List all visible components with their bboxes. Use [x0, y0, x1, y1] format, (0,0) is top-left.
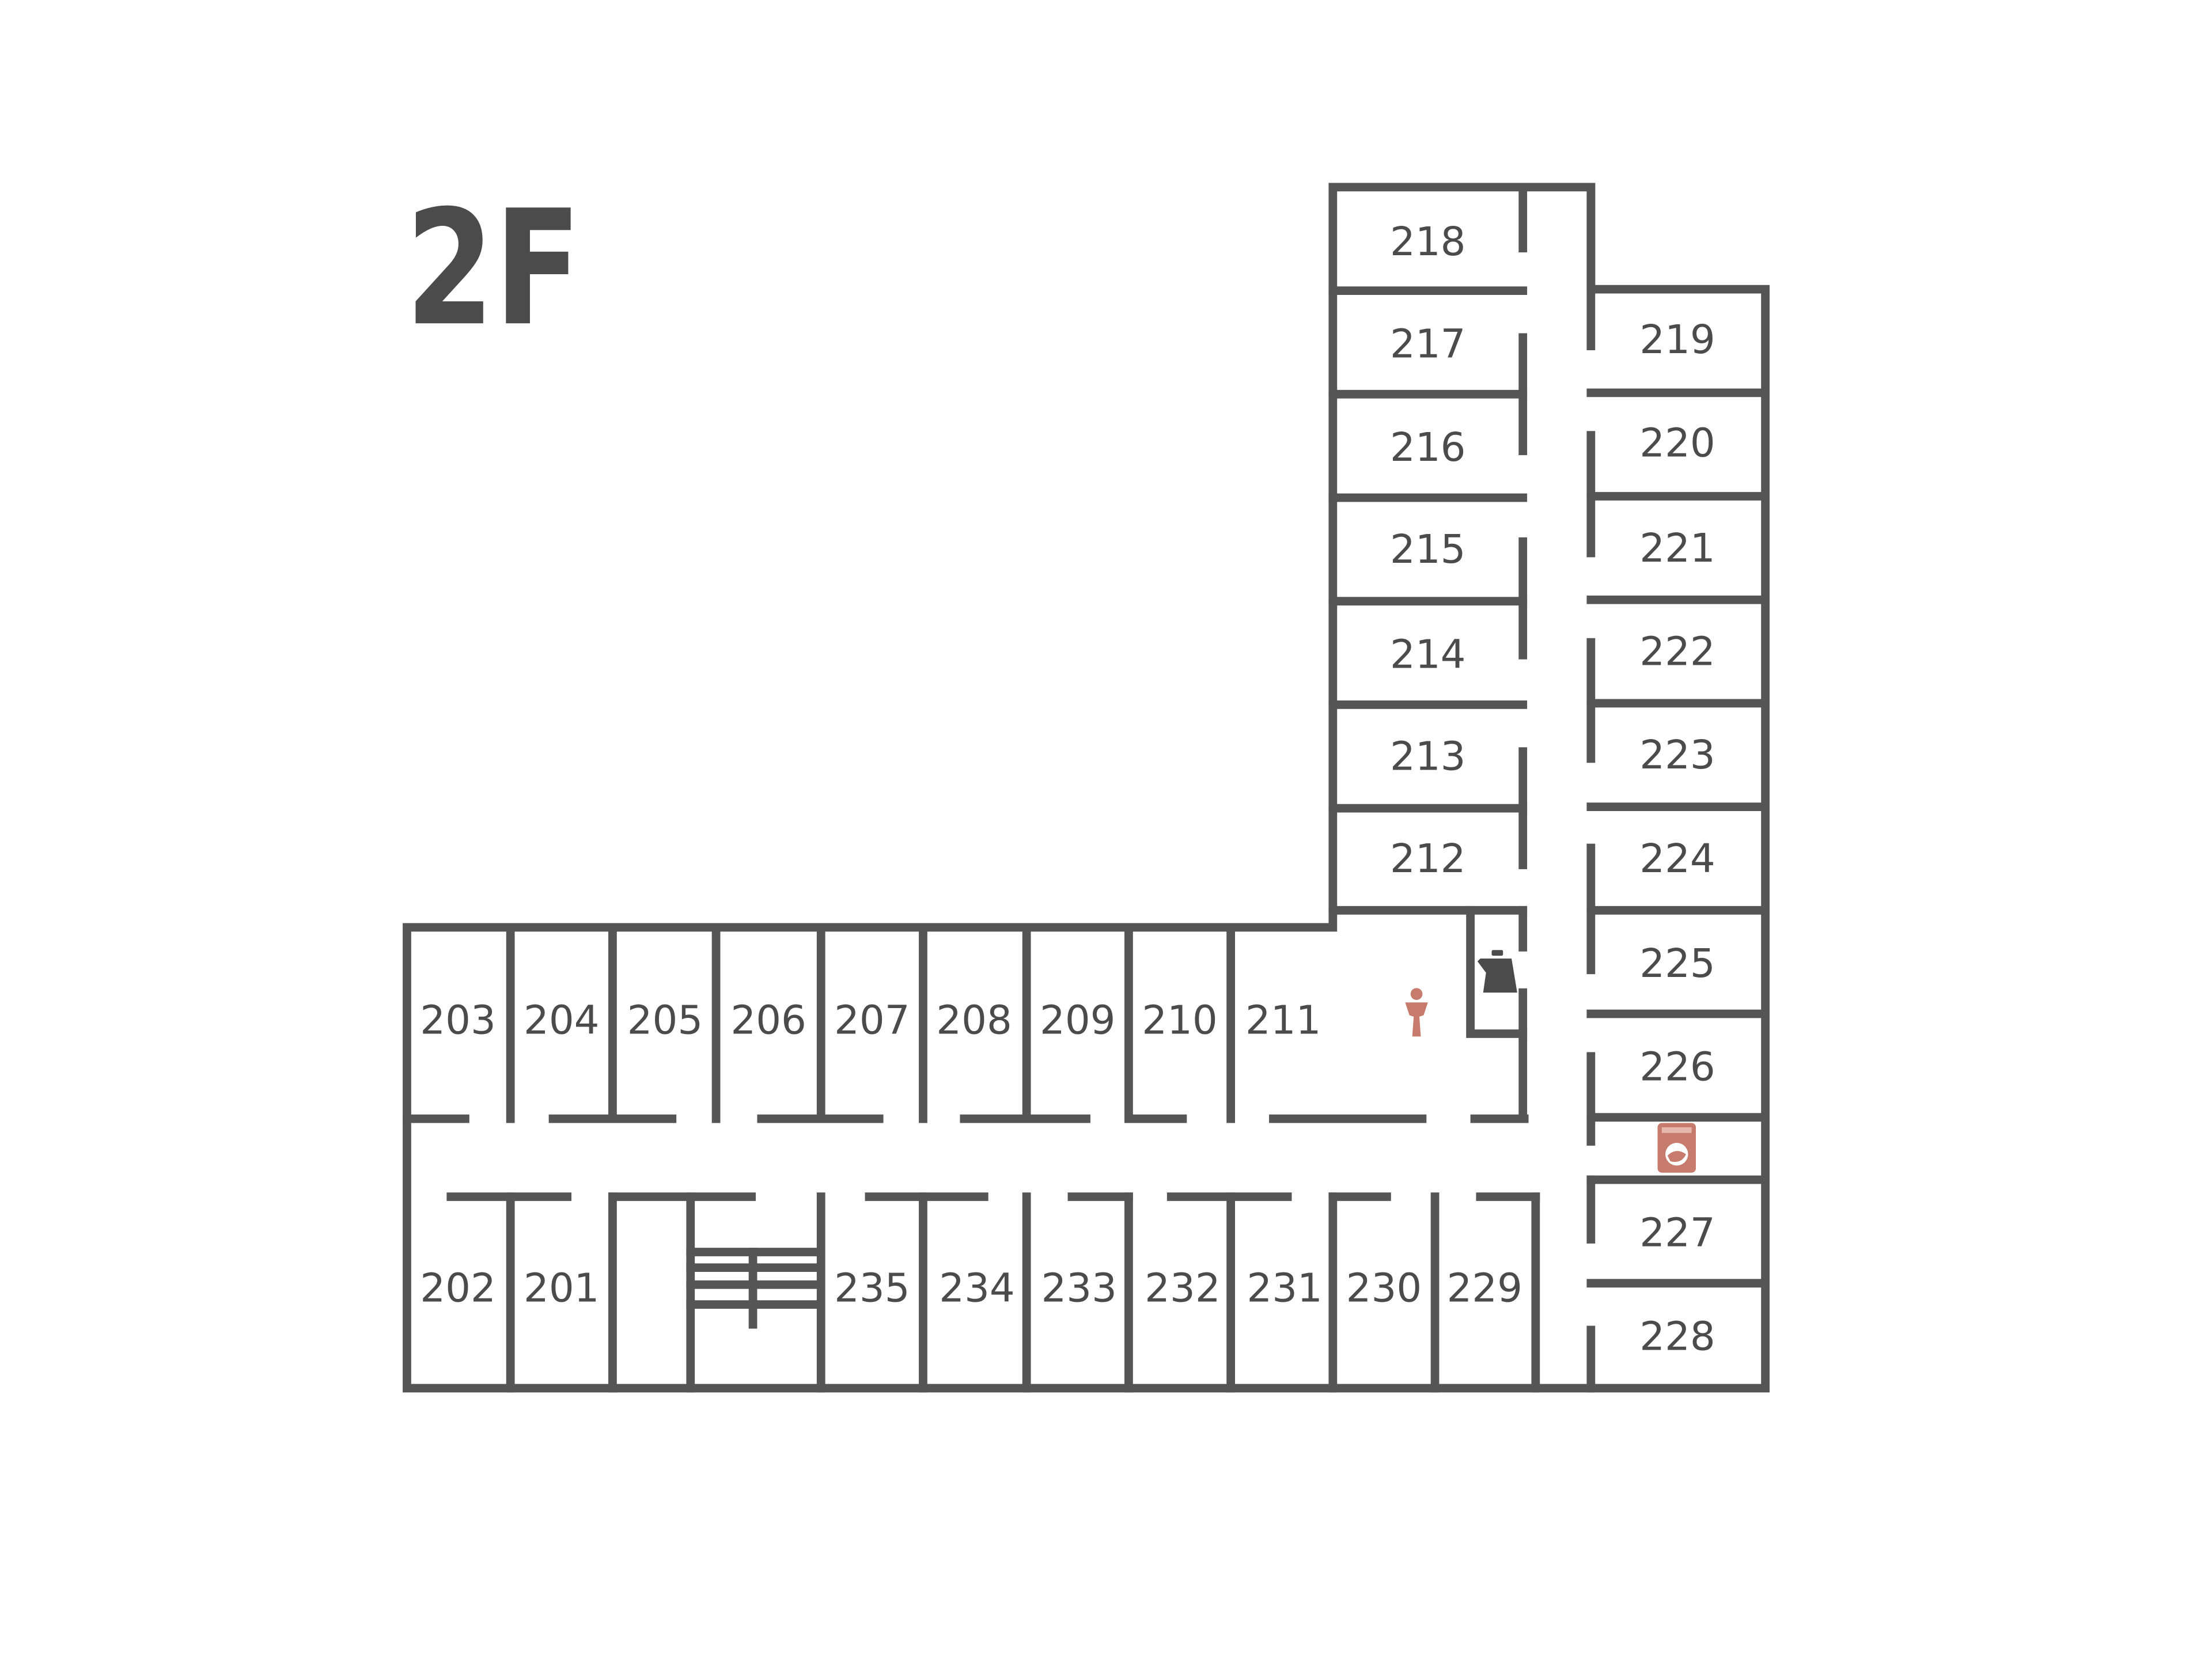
room-224[interactable]: 224 — [1639, 836, 1715, 882]
room-204[interactable]: 204 — [524, 997, 600, 1043]
room-209[interactable]: 209 — [1040, 997, 1116, 1043]
washing-machine-icon — [1657, 1123, 1696, 1173]
room-201[interactable]: 201 — [524, 1266, 600, 1312]
room-211[interactable]: 211 — [1245, 997, 1321, 1043]
room-227[interactable]: 227 — [1639, 1210, 1715, 1256]
room-218[interactable]: 218 — [1390, 219, 1466, 265]
room-230[interactable]: 230 — [1346, 1266, 1422, 1312]
room-233[interactable]: 233 — [1041, 1266, 1117, 1312]
room-206[interactable]: 206 — [730, 997, 806, 1043]
room-220[interactable]: 220 — [1639, 421, 1715, 467]
room-235[interactable]: 235 — [834, 1266, 910, 1312]
room-229[interactable]: 229 — [1446, 1266, 1522, 1312]
walls — [403, 183, 1770, 1393]
room-217[interactable]: 217 — [1390, 321, 1466, 367]
room-203[interactable]: 203 — [420, 997, 496, 1043]
room-234[interactable]: 234 — [939, 1266, 1015, 1312]
kettle-icon — [1477, 950, 1517, 993]
room-215[interactable]: 215 — [1390, 527, 1466, 573]
room-216[interactable]: 216 — [1390, 425, 1466, 471]
room-221[interactable]: 221 — [1639, 525, 1715, 571]
room-205[interactable]: 205 — [627, 997, 703, 1043]
room-213[interactable]: 213 — [1390, 734, 1466, 780]
room-202[interactable]: 202 — [420, 1266, 496, 1312]
restroom-icon — [1405, 988, 1428, 1037]
room-214[interactable]: 214 — [1390, 631, 1466, 677]
room-219[interactable]: 219 — [1639, 317, 1715, 363]
room-212[interactable]: 212 — [1390, 836, 1466, 882]
room-228[interactable]: 228 — [1639, 1313, 1715, 1359]
room-232[interactable]: 232 — [1145, 1266, 1221, 1312]
room-222[interactable]: 222 — [1639, 628, 1715, 675]
floor-label: 2F — [406, 176, 581, 361]
room-208[interactable]: 208 — [936, 997, 1012, 1043]
room-labels: 203 204 205 206 207 208 209 210 211 202 … — [420, 219, 1715, 1359]
room-225[interactable]: 225 — [1639, 941, 1715, 987]
room-210[interactable]: 210 — [1142, 997, 1218, 1043]
room-207[interactable]: 207 — [834, 997, 910, 1043]
room-223[interactable]: 223 — [1639, 732, 1715, 778]
room-226[interactable]: 226 — [1639, 1044, 1715, 1090]
room-231[interactable]: 231 — [1247, 1266, 1323, 1312]
